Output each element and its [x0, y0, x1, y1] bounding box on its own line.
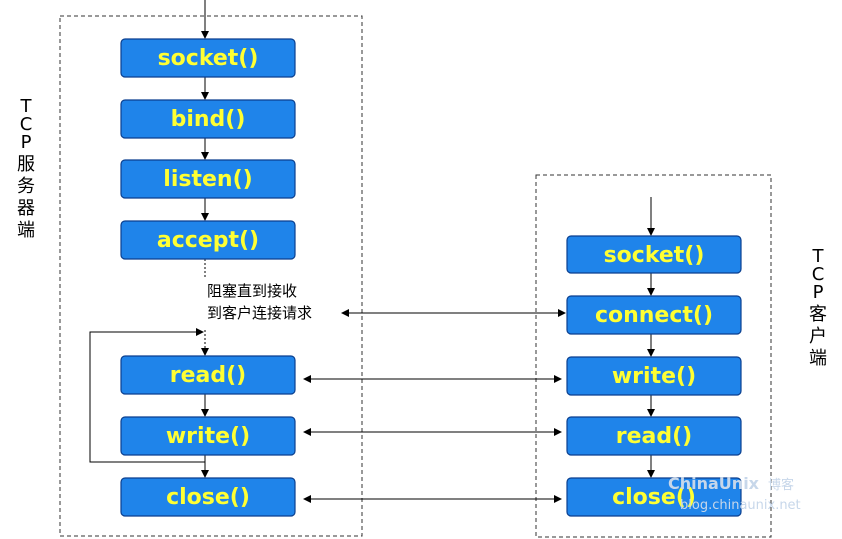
server-step-read-label: read() [170, 363, 246, 388]
server-frame [59, 15, 363, 537]
server-step-socket-label: socket() [158, 46, 259, 71]
server-step-listen: listen() [120, 159, 296, 199]
client-step-connect: connect() [566, 295, 742, 335]
server-step-socket: socket() [120, 38, 296, 78]
server-label-char-4: 务 [17, 176, 35, 197]
server-step-read: read() [120, 355, 296, 395]
server-side-label: T C P 服 务 器 端 [17, 96, 35, 241]
watermark-brand: ChinaUnix [668, 474, 760, 493]
client-step-close-label: close() [612, 485, 696, 510]
server-label-char-5: 器 [17, 198, 35, 219]
client-label-char-0: T [812, 246, 825, 267]
server-step-write: write() [120, 416, 296, 456]
server-step-accept: accept() [120, 220, 296, 260]
server-step-close-label: close() [166, 485, 250, 510]
server-label-char-2: P [21, 132, 32, 153]
client-step-write: write() [566, 356, 742, 396]
client-label-char-5: 端 [809, 348, 827, 369]
server-step-write-label: write() [166, 424, 250, 449]
server-label-char-0: T [20, 96, 33, 117]
loop-back-arrow [89, 328, 205, 463]
blocking-note-line2: 到客户连接请求 [207, 304, 312, 322]
server-step-bind-label: bind() [171, 107, 246, 132]
client-step-connect-label: connect() [595, 303, 713, 328]
server-label-char-6: 端 [17, 220, 35, 241]
server-step-accept-label: accept() [157, 228, 259, 253]
client-label-char-2: P [813, 282, 824, 303]
client-label-char-3: 客 [809, 304, 827, 325]
server-step-bind: bind() [120, 99, 296, 139]
client-frame [535, 174, 772, 538]
watermark-tag: 博客 [768, 477, 794, 493]
client-label-char-4: 户 [809, 326, 827, 347]
client-step-write-label: write() [612, 364, 696, 389]
client-side-label: T C P 客 户 端 [809, 246, 827, 369]
watermark: ChinaUnix 博客 blog.chinaunix.net [668, 474, 801, 513]
server-label-char-3: 服 [17, 154, 35, 175]
client-step-socket: socket() [566, 235, 742, 274]
watermark-url: blog.chinaunix.net [680, 498, 801, 513]
client-step-socket-label: socket() [604, 243, 705, 268]
client-step-read-label: read() [616, 424, 692, 449]
client-step-read: read() [566, 416, 742, 456]
client-label-char-1: C [812, 264, 825, 285]
server-step-listen-label: listen() [163, 167, 252, 192]
blocking-note-line1: 阻塞直到接收 [207, 282, 297, 300]
server-label-char-1: C [20, 114, 33, 135]
client-step-close: close() [566, 477, 742, 517]
server-step-close: close() [120, 477, 296, 517]
